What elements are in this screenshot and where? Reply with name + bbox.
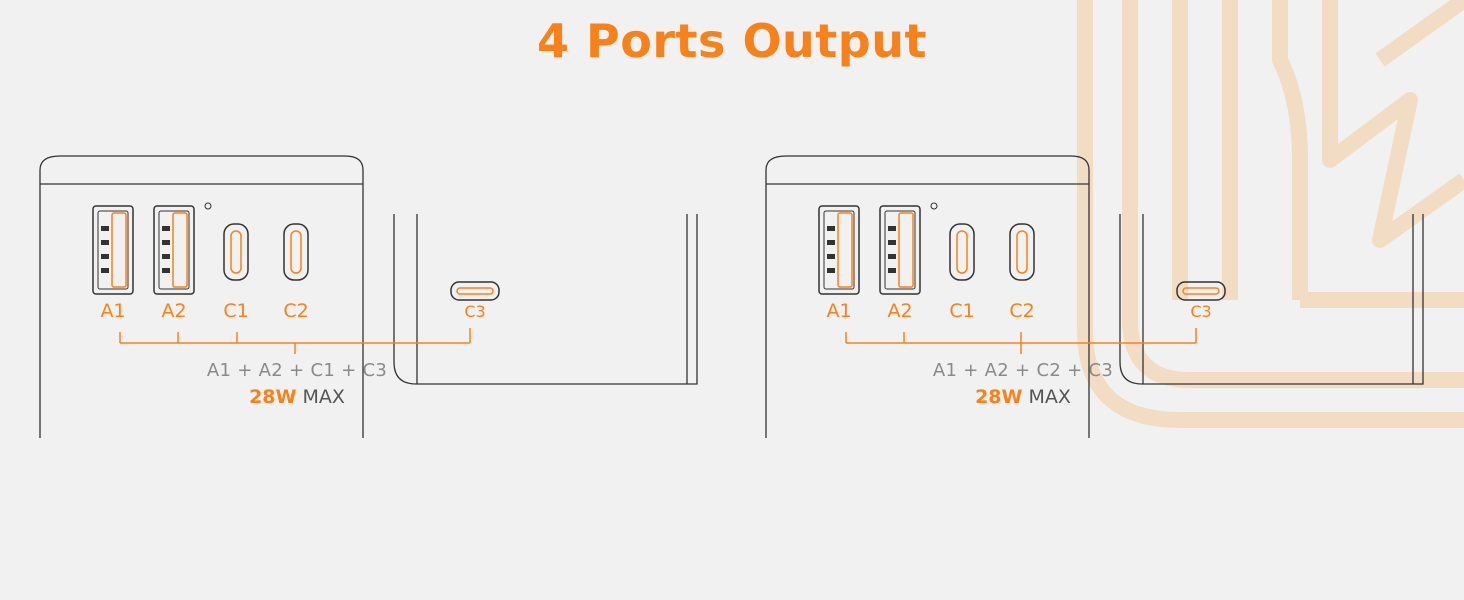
indicator-led-p1 [204, 202, 212, 210]
power-value: 28W [249, 386, 297, 408]
port-label-c3: C3 [464, 302, 486, 321]
indicator-led-p2 [930, 202, 938, 210]
charger-front-1 [39, 155, 364, 438]
usb-c-port-c2-p1 [283, 223, 309, 281]
usb-c-port-c3-p1 [450, 281, 500, 301]
usb-c-port-c1-p2 [949, 223, 975, 281]
usb-a-port-a2-p2 [879, 205, 921, 295]
page-title: 4 Ports Output [537, 14, 927, 68]
max-power: 28W MAX [893, 386, 1153, 408]
max-power: 28W MAX [167, 386, 427, 408]
charger-bolt-icon [1077, 0, 1464, 428]
power-unit: MAX [1028, 386, 1071, 408]
port-label-c2: C2 [1009, 300, 1035, 322]
usb-a-port-a1-p2 [818, 205, 860, 295]
port-label-c1: C1 [223, 300, 249, 322]
usb-a-port-a2-p1 [153, 205, 195, 295]
port-combination: A1 + A2 + C2 + C3 [932, 360, 1114, 381]
port-combination: A1 + A2 + C1 + C3 [206, 360, 388, 381]
port-label-c2: C2 [283, 300, 309, 322]
combo-bracket-2 [845, 328, 1197, 354]
usb-a-port-a1-p1 [92, 205, 134, 295]
port-label-a2: A2 [887, 300, 913, 322]
port-label-c1: C1 [949, 300, 975, 322]
port-label-a2: A2 [161, 300, 187, 322]
charger-side-2 [1119, 214, 1424, 385]
charger-side-1 [393, 214, 698, 385]
port-label-a1: A1 [826, 300, 852, 322]
port-label-c3: C3 [1190, 302, 1212, 321]
power-unit: MAX [302, 386, 345, 408]
usb-c-port-c2-p2 [1009, 223, 1035, 281]
usb-c-port-c1-p1 [223, 223, 249, 281]
usb-c-port-c3-p2 [1176, 281, 1226, 301]
port-label-a1: A1 [100, 300, 126, 322]
power-value: 28W [975, 386, 1023, 408]
charger-front-2 [765, 155, 1090, 438]
combo-bracket-1 [119, 328, 471, 354]
